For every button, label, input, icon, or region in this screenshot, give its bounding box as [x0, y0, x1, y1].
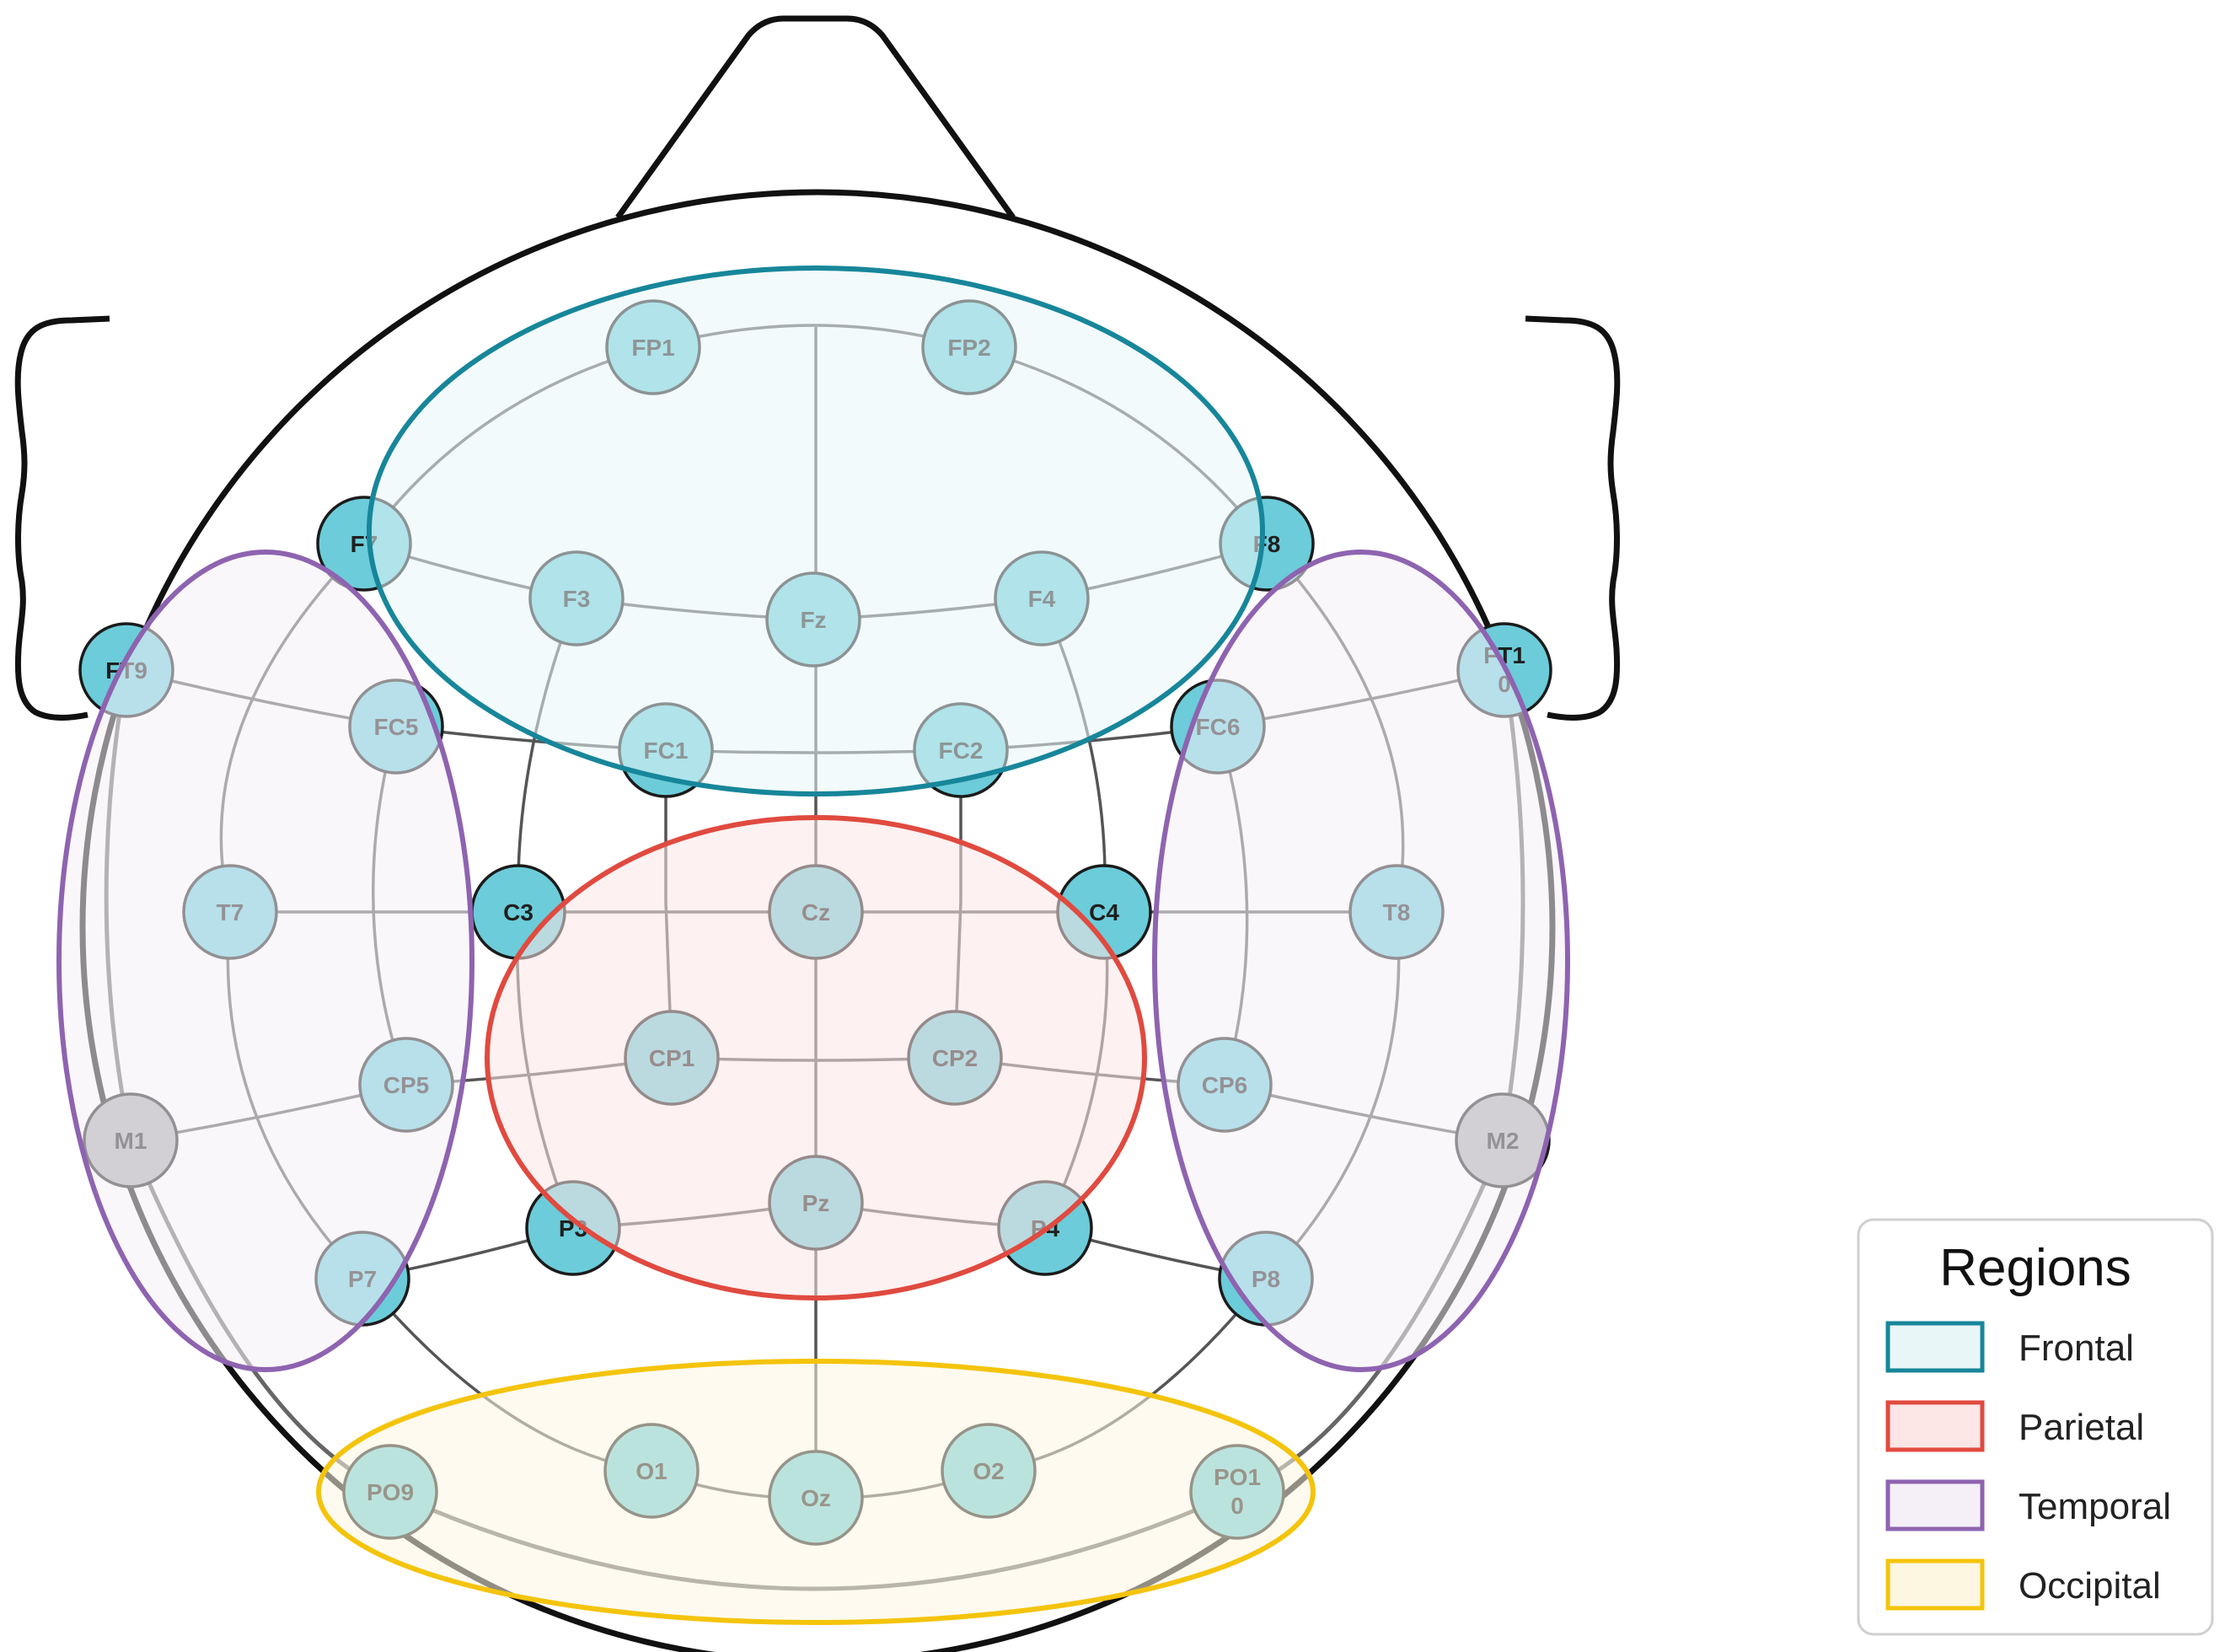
- region-parietal: [485, 815, 1147, 1301]
- electrode-label: C3: [503, 899, 533, 925]
- legend-label: Parietal: [2019, 1407, 2144, 1448]
- legend-item-frontal: Frontal: [1885, 1321, 2134, 1373]
- nose-outline: [615, 15, 1016, 220]
- legend-swatch: [1885, 1479, 1985, 1531]
- legend-label: Occipital: [2019, 1565, 2161, 1606]
- legend-item-occipital: Occipital: [1885, 1558, 2161, 1611]
- region-temporal-left: [56, 550, 474, 1372]
- electrode-label: C4: [1089, 899, 1119, 925]
- legend-swatch: [1885, 1558, 1985, 1611]
- legend-item-temporal: Temporal: [1885, 1479, 2171, 1531]
- region-frontal: [367, 266, 1265, 796]
- right-ear-outline: [1525, 315, 1621, 721]
- legend-swatch: [1885, 1400, 1985, 1452]
- region-temporal-right: [1152, 550, 1570, 1372]
- region-occipital: [316, 1359, 1316, 1625]
- legend-label: Frontal: [2019, 1328, 2134, 1369]
- legend-title: Regions: [1939, 1239, 2131, 1297]
- regions-layer: [56, 266, 1570, 1625]
- legend-item-parietal: Parietal: [1885, 1400, 2144, 1452]
- legend-label: Temporal: [2019, 1486, 2171, 1527]
- left-ear-outline: [14, 315, 110, 721]
- legend-swatch: [1885, 1321, 1985, 1373]
